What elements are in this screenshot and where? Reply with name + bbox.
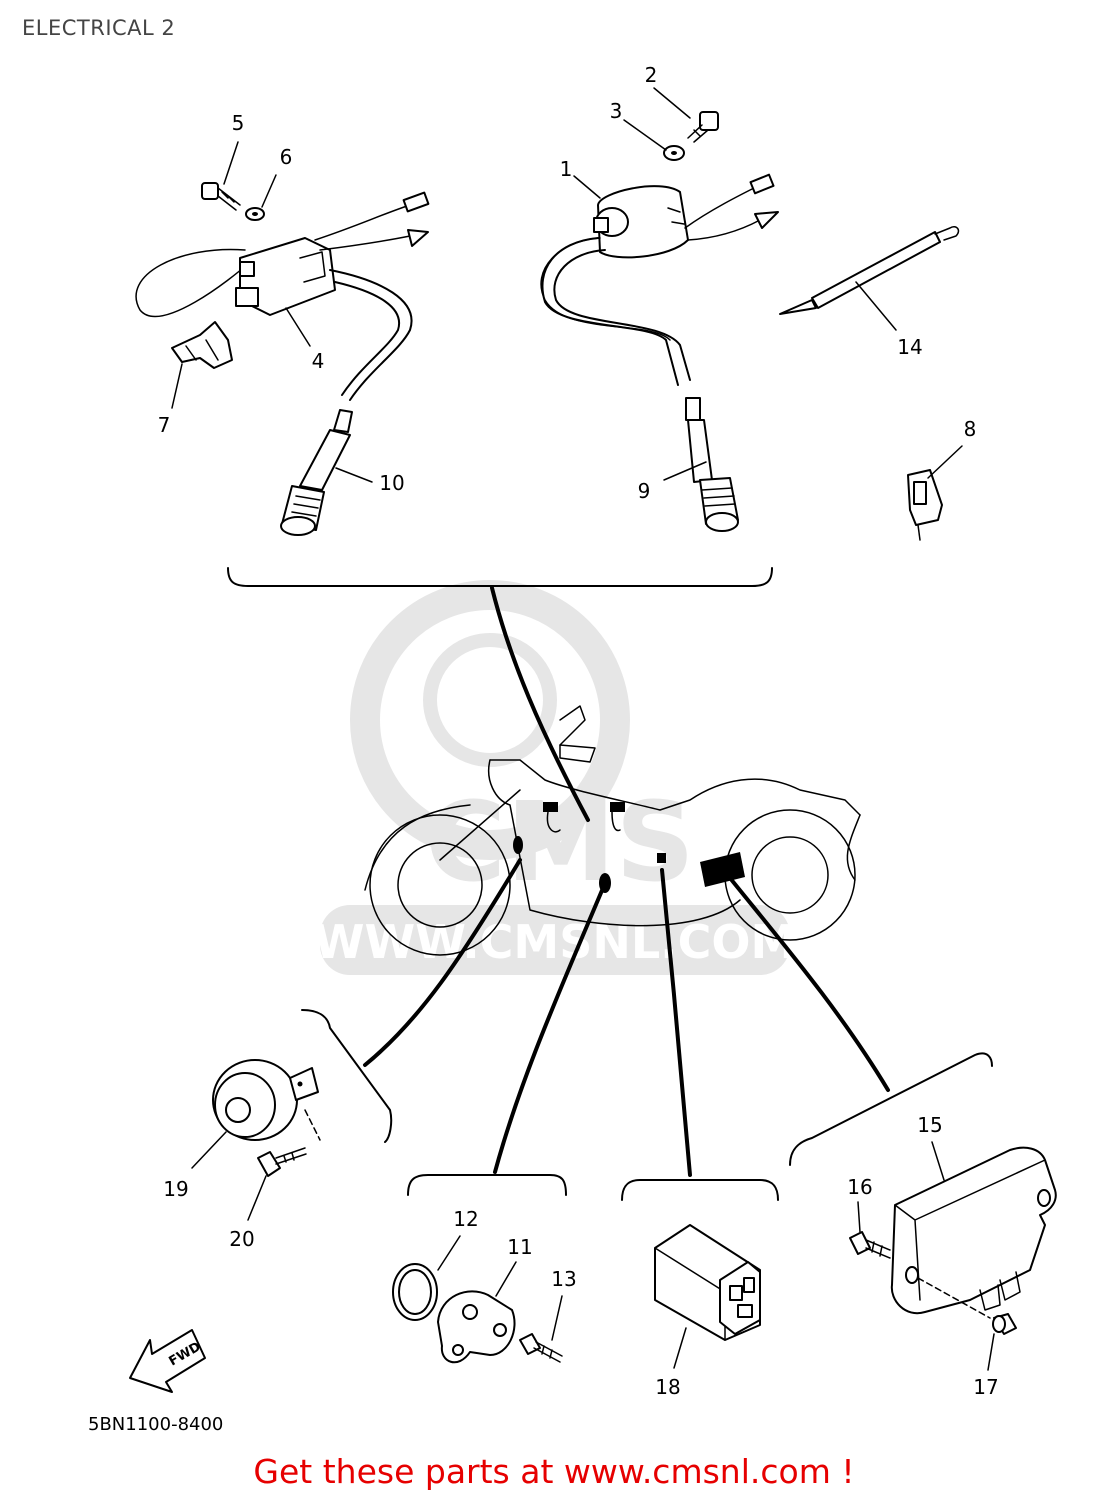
top-group-leader bbox=[490, 586, 590, 822]
spark-plug-cap-9 bbox=[685, 397, 739, 532]
bracket-sensor bbox=[407, 1174, 567, 1196]
clip-7 bbox=[171, 321, 233, 369]
callout-20: 20 bbox=[229, 1227, 254, 1251]
callout-numbers: 2 3 1 5 6 4 7 10 9 14 8 15 16 19 20 12 1… bbox=[158, 63, 999, 1399]
callout-10: 10 bbox=[379, 471, 404, 495]
screw-13 bbox=[519, 1333, 563, 1363]
diagram-title: ELECTRICAL 2 bbox=[22, 16, 176, 40]
callout-8: 8 bbox=[964, 417, 977, 441]
forward-direction-arrow: FWD bbox=[129, 1329, 206, 1393]
callout-4: 4 bbox=[312, 349, 325, 373]
callout-16: 16 bbox=[847, 1175, 872, 1199]
nut-17 bbox=[992, 1313, 1017, 1335]
o-ring-12 bbox=[392, 1263, 438, 1321]
bolt-5 bbox=[201, 182, 241, 211]
clamp-8 bbox=[907, 469, 943, 541]
part-code: 5BN1100-8400 bbox=[88, 1414, 223, 1435]
callout-3: 3 bbox=[610, 99, 623, 123]
cms-watermark: CMS WWW.CMSNL.COM bbox=[314, 580, 797, 975]
bracket-rectifier bbox=[789, 1052, 993, 1166]
spark-plug-cap-10 bbox=[280, 409, 353, 536]
callout-19: 19 bbox=[163, 1177, 188, 1201]
bolt-2 bbox=[687, 111, 719, 143]
horn-19 bbox=[212, 1059, 319, 1141]
lead-wire-14 bbox=[779, 225, 960, 315]
callout-18: 18 bbox=[655, 1375, 680, 1399]
callout-11: 11 bbox=[507, 1235, 532, 1259]
callout-12: 12 bbox=[453, 1207, 478, 1231]
callout-6: 6 bbox=[280, 145, 293, 169]
callout-17: 17 bbox=[973, 1375, 998, 1399]
callout-7: 7 bbox=[158, 413, 171, 437]
leader-sensor bbox=[493, 886, 605, 1174]
watermark-url-text: WWW.CMSNL.COM bbox=[314, 915, 797, 969]
callout-1: 1 bbox=[560, 157, 573, 181]
callout-15: 15 bbox=[917, 1113, 942, 1137]
callout-13: 13 bbox=[551, 1267, 576, 1291]
callout-leaders bbox=[171, 87, 995, 1371]
bolt-16 bbox=[849, 1231, 891, 1259]
callout-14: 14 bbox=[897, 335, 922, 359]
leader-horn bbox=[363, 858, 522, 1067]
leader-relay bbox=[660, 868, 692, 1177]
ignition-coil-right bbox=[540, 173, 779, 386]
buy-parts-link[interactable]: Get these parts at www.cmsnl.com ! bbox=[253, 1452, 855, 1491]
callout-9: 9 bbox=[638, 479, 651, 503]
relay-18 bbox=[654, 1224, 761, 1341]
washer-6 bbox=[245, 207, 265, 221]
ignition-coil-left bbox=[135, 191, 430, 401]
washer-3 bbox=[663, 145, 685, 161]
watermark-logo-text: CMS bbox=[425, 778, 694, 906]
sensor-11 bbox=[437, 1290, 516, 1364]
rectifier-regulator-15 bbox=[890, 1146, 1057, 1319]
callout-2: 2 bbox=[645, 63, 658, 87]
bracket-relay bbox=[621, 1179, 779, 1201]
bracket-horn bbox=[301, 1009, 393, 1143]
motorcycle-outline bbox=[364, 705, 861, 956]
top-group-bracket bbox=[227, 567, 773, 587]
leader-rectifier bbox=[728, 876, 890, 1092]
bolt-20 bbox=[257, 1109, 321, 1177]
callout-5: 5 bbox=[232, 111, 245, 135]
